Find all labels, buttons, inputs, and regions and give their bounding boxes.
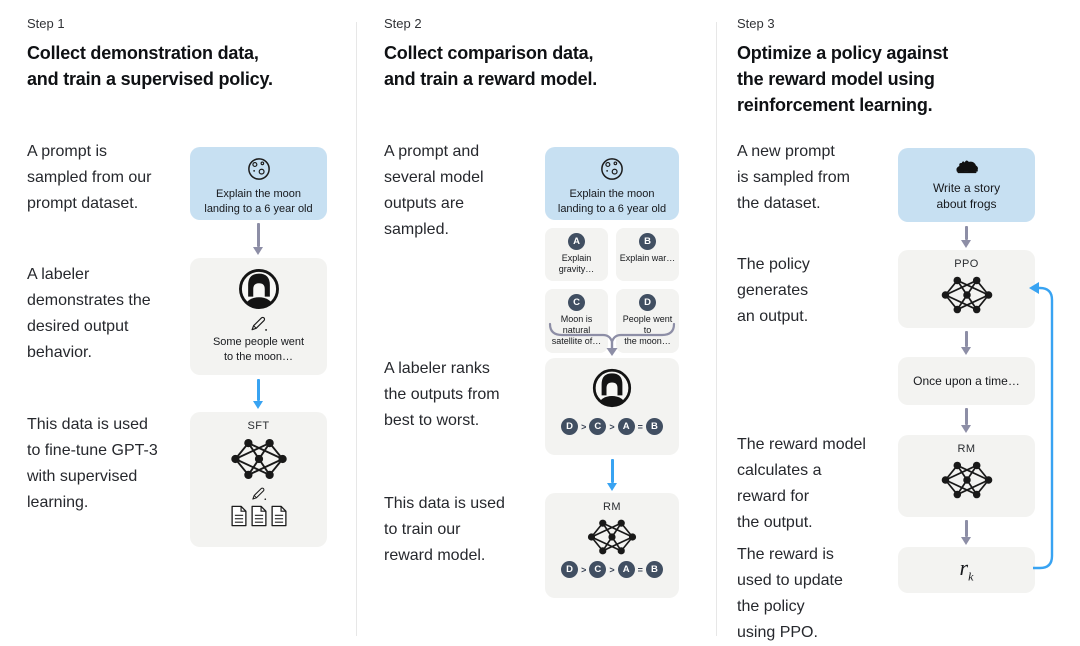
output-caption: Explain gravity… <box>558 253 595 274</box>
output-card-b: B Explain war… <box>616 228 679 281</box>
neural-network-icon <box>585 517 639 557</box>
step1-row3-text: This data is used to fine-tune GPT-3 wit… <box>27 416 158 511</box>
step2-row1-text: A prompt and several model outputs are s… <box>384 143 484 238</box>
arrow-down-icon <box>611 459 614 483</box>
output-badge: C <box>568 294 585 311</box>
labeler-avatar-icon <box>236 266 282 312</box>
step2-ranking-box: D > C > A = B <box>545 358 679 455</box>
labeler-avatar-icon <box>590 366 634 410</box>
rank-separator: > <box>609 421 615 432</box>
column-divider <box>716 22 717 636</box>
pencil-icon <box>250 315 268 332</box>
output-caption: Moon is natural satellite of… <box>551 314 602 346</box>
rank-badge: C <box>589 418 607 435</box>
document-icon <box>230 505 248 527</box>
ranking-row: D > C > A = B <box>561 418 663 435</box>
arrow-down-icon <box>965 520 968 537</box>
step3-reward-box: rk <box>898 547 1035 593</box>
step1-labeler-caption: Some people went to the moon… <box>212 336 305 363</box>
reward-symbol: rk <box>959 555 974 584</box>
step2-row3-text: This data is used to train our reward mo… <box>384 495 505 564</box>
arrow-down-icon <box>257 379 260 401</box>
step1-sft-box: SFT <box>190 412 327 547</box>
step3-output-text: Once upon a time… <box>913 374 1020 388</box>
arrow-down-icon <box>257 223 260 247</box>
ranking-row: D > C > A = B <box>561 561 663 578</box>
step3-row1-text: A new prompt is sampled from the dataset… <box>737 143 850 212</box>
output-badge: D <box>639 294 656 311</box>
step3-rm-box: RM <box>898 435 1035 517</box>
feedback-loop-arrow-icon <box>1029 282 1054 570</box>
step1-title: Collect demonstration data, and train a … <box>27 43 273 89</box>
rank-badge: A <box>617 418 635 435</box>
moon-icon <box>597 154 627 184</box>
moon-icon <box>244 154 274 184</box>
sft-label: SFT <box>247 420 270 432</box>
step3-prompt-box: Write a story about frogs <box>898 148 1035 222</box>
document-icon <box>270 505 288 527</box>
step3-prompt-caption: Write a story about frogs <box>932 181 1001 211</box>
step3-row3-text: The reward model calculates a reward for… <box>737 436 866 531</box>
step2-prompt-caption: Explain the moon landing to a 6 year old <box>557 188 667 215</box>
pencil-icon <box>251 486 267 501</box>
output-card-a: A Explain gravity… <box>545 228 608 281</box>
step1-prompt-box: Explain the moon landing to a 6 year old <box>190 147 327 220</box>
step1-row2-text: A labeler demonstrates the desired outpu… <box>27 266 151 361</box>
neural-network-icon <box>939 459 995 501</box>
rm-label: RM <box>603 501 621 513</box>
frog-icon <box>954 157 980 175</box>
output-card-c: C Moon is natural satellite of… <box>545 289 608 353</box>
rank-badge: B <box>645 561 663 578</box>
step3-ppo-box: PPO <box>898 250 1035 328</box>
output-badge: B <box>639 233 656 250</box>
rank-badge: A <box>617 561 635 578</box>
rank-separator: > <box>609 564 615 575</box>
rank-badge: C <box>589 561 607 578</box>
document-icon <box>250 505 268 527</box>
rank-separator: = <box>637 421 643 432</box>
arrow-down-icon <box>965 331 968 347</box>
documents-icon <box>230 505 288 527</box>
rank-separator: = <box>637 564 643 575</box>
step3-row2-text: The policy generates an output. <box>737 256 810 325</box>
rank-badge: B <box>645 418 663 435</box>
neural-network-icon <box>939 274 995 316</box>
step1-labeler-box: Some people went to the moon… <box>190 258 327 375</box>
rm-label: RM <box>957 443 976 455</box>
arrow-down-icon <box>965 226 968 240</box>
step2-output-cards: A Explain gravity… B Explain war… C Moon… <box>545 228 679 353</box>
step2-row2-text: A labeler ranks the outputs from best to… <box>384 360 500 429</box>
rank-separator: > <box>581 564 587 575</box>
step3-output-box: Once upon a time… <box>898 357 1035 405</box>
step1-label: Step 1 <box>27 16 65 31</box>
rank-separator: > <box>581 421 587 432</box>
column-divider <box>356 22 357 636</box>
curly-brace-icon <box>548 322 676 356</box>
ppo-label: PPO <box>954 258 979 270</box>
rank-badge: D <box>561 561 579 578</box>
arrow-down-icon <box>965 408 968 425</box>
step3-title: Optimize a policy against the reward mod… <box>737 43 949 115</box>
rank-badge: D <box>561 418 579 435</box>
output-badge: A <box>568 233 585 250</box>
output-card-d: D People went to the moon… <box>616 289 679 353</box>
output-caption: People went to the moon… <box>622 314 673 346</box>
step2-rm-box: RM D > C > A = B <box>545 493 679 598</box>
neural-network-icon <box>228 436 290 482</box>
output-caption: Explain war… <box>619 253 676 263</box>
step2-label: Step 2 <box>384 16 422 31</box>
step2-title: Collect comparison data, and train a rew… <box>384 43 598 89</box>
step2-prompt-box: Explain the moon landing to a 6 year old <box>545 147 679 220</box>
step3-row4-text: The reward is used to update the policy … <box>737 546 843 641</box>
step1-row1-text: A prompt is sampled from our prompt data… <box>27 143 152 212</box>
step1-prompt-caption: Explain the moon landing to a 6 year old <box>204 188 313 215</box>
step3-label: Step 3 <box>737 16 775 31</box>
